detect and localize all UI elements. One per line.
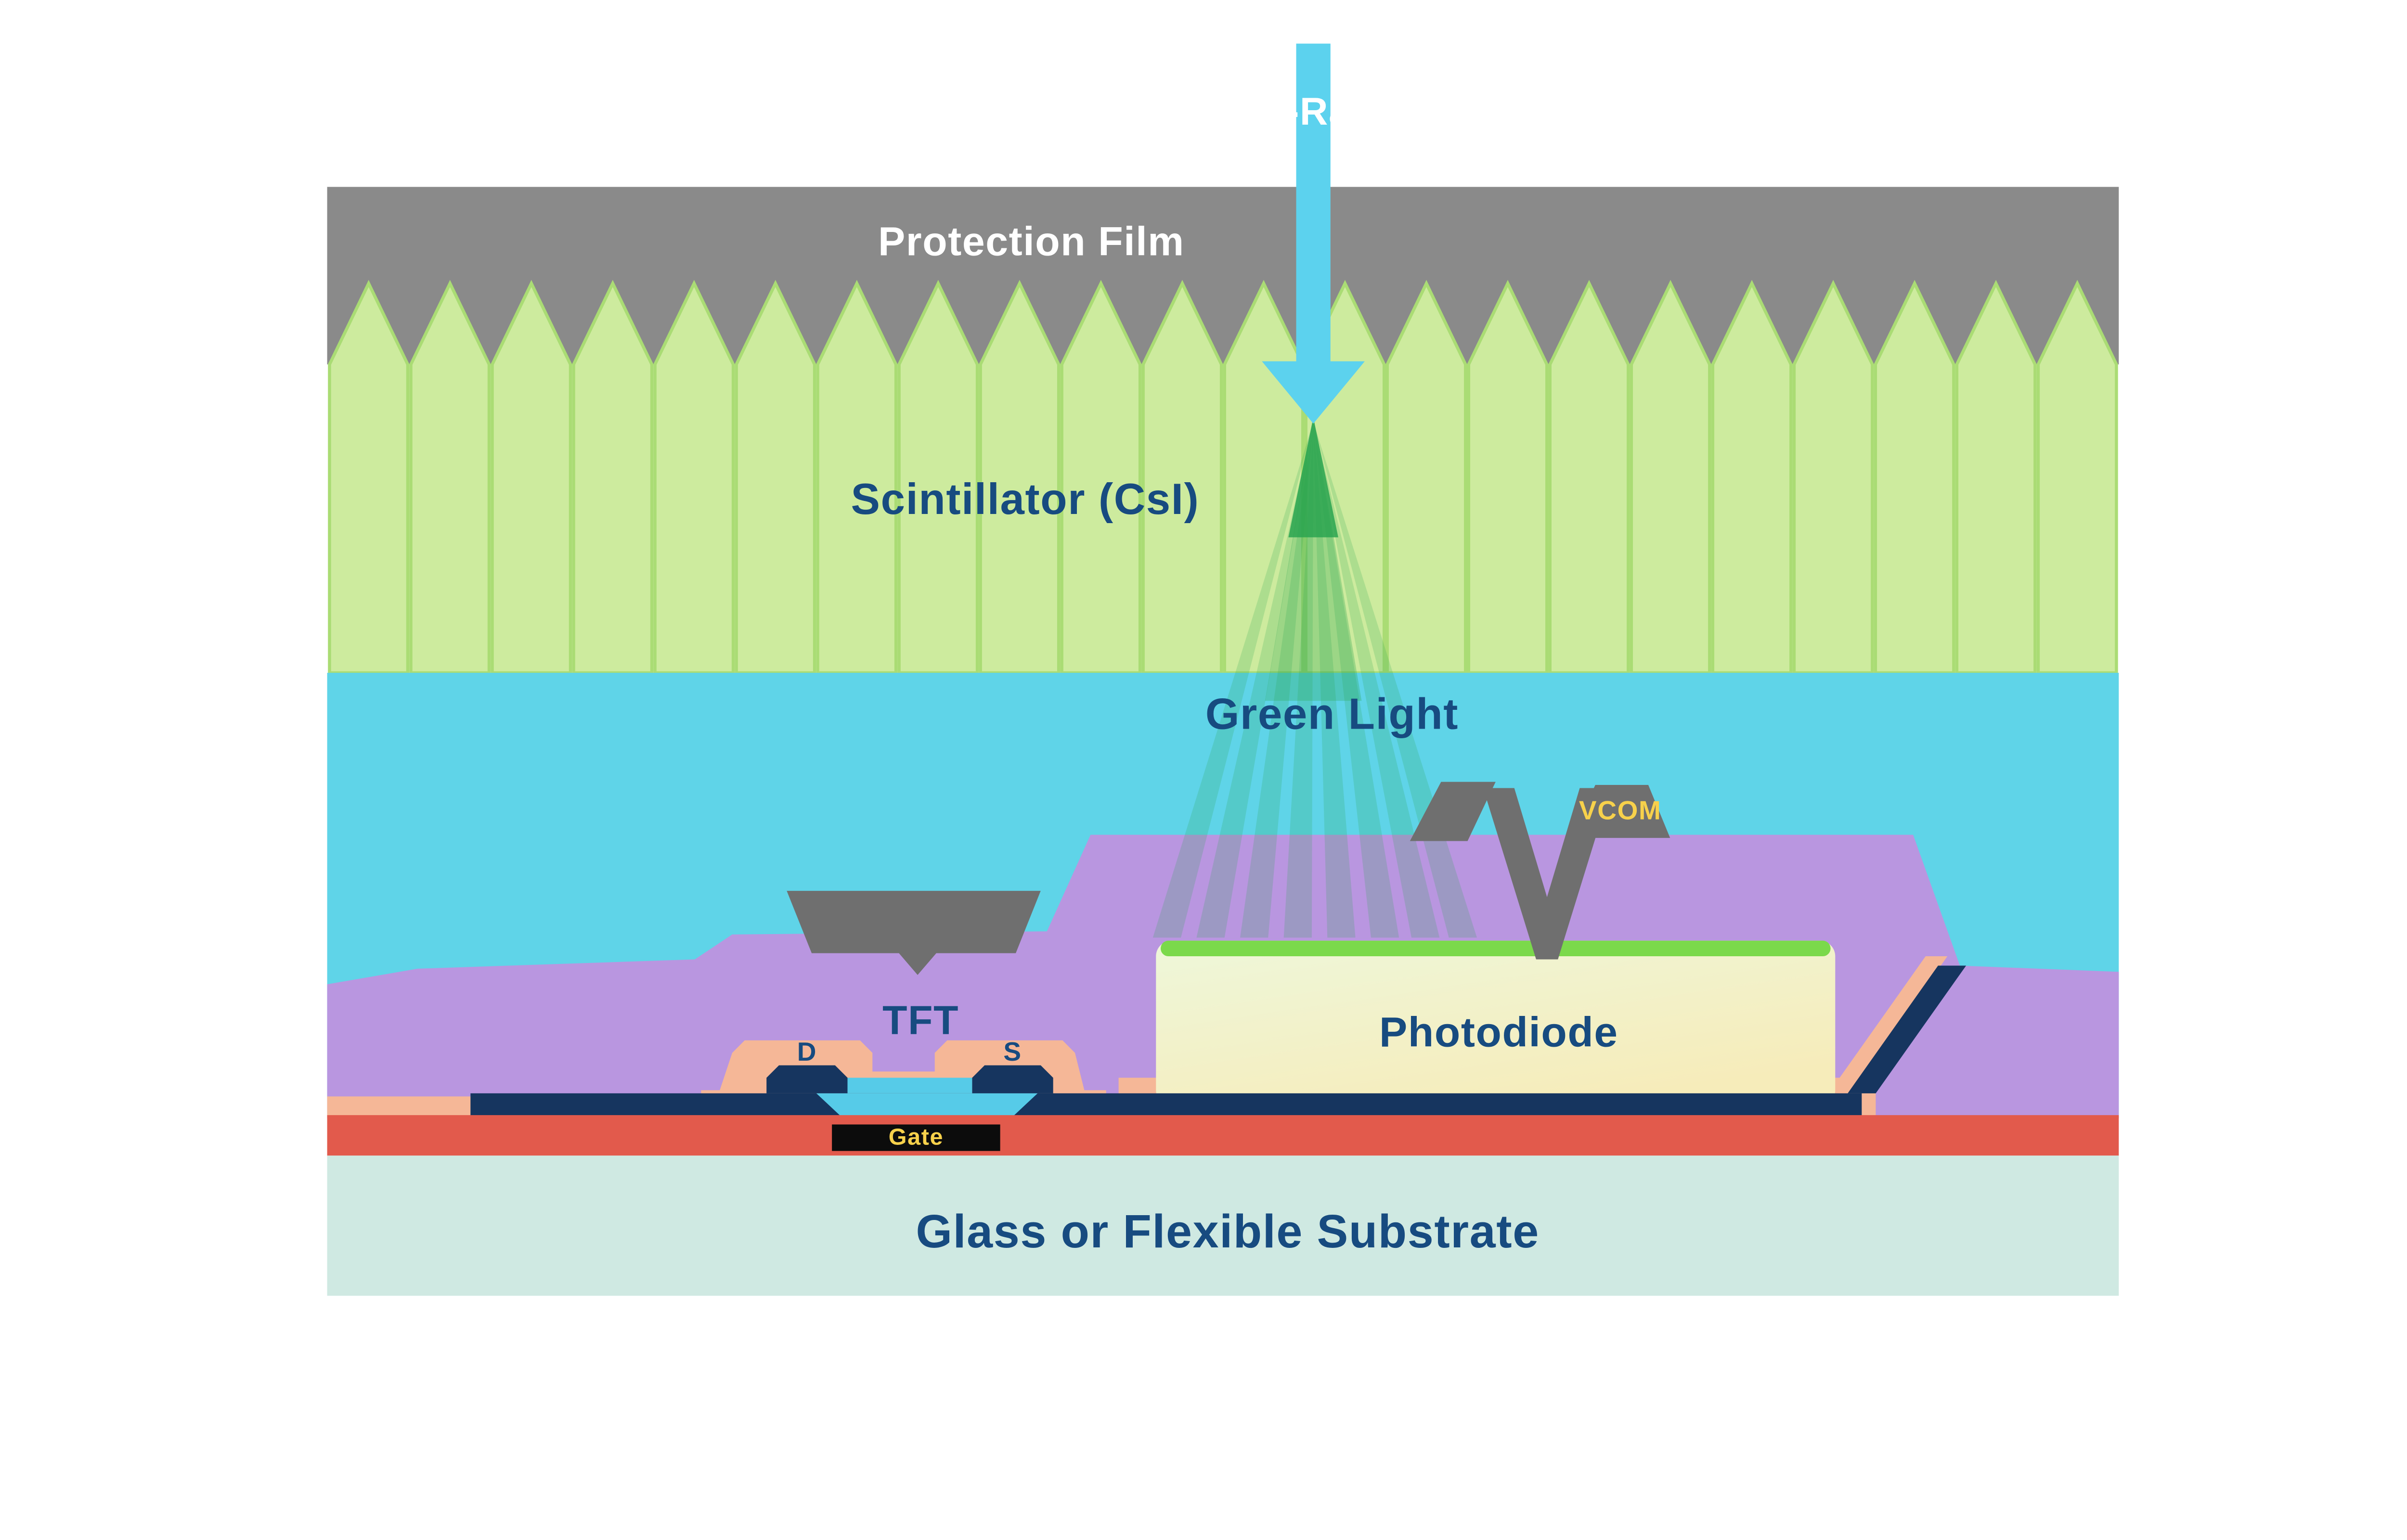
green-light-ray xyxy=(1313,422,1399,938)
vcom-label: VCOM xyxy=(1579,795,1661,825)
red-buffer-layer xyxy=(327,1115,2119,1156)
xray-arrow-head xyxy=(1262,361,1365,424)
scintillator-label: Scintillator (CsI) xyxy=(851,475,1200,524)
scintillator-column xyxy=(1792,280,1874,675)
substrate-label: Glass or Flexible Substrate xyxy=(916,1205,1539,1258)
scintillator-column xyxy=(328,280,410,675)
tft-drain-electrode xyxy=(766,1065,848,1093)
navy-metal-bar xyxy=(470,1093,1862,1118)
scintillator-column xyxy=(653,280,735,675)
green-light-ray xyxy=(1283,422,1314,938)
xray-arrow-shaft xyxy=(1296,43,1331,368)
gate-label: Gate xyxy=(889,1124,944,1150)
green-light-core xyxy=(1288,417,1338,538)
protection-film-label: Protection Film xyxy=(878,219,1185,264)
scintillator-column xyxy=(1385,280,1467,675)
scintillator-column xyxy=(409,280,491,675)
green-light-label: Green Light xyxy=(1205,690,1459,739)
gate-insulator-layer xyxy=(816,1093,1038,1117)
scintillator-column xyxy=(1548,280,1630,675)
scintillator-column xyxy=(1711,280,1793,675)
scintillator-layer xyxy=(328,280,2118,675)
drain-label: D xyxy=(797,1037,817,1066)
photodiode-label: Photodiode xyxy=(1379,1009,1618,1056)
green-light-inner-fan xyxy=(1265,417,1362,701)
xray-label: X-Ray xyxy=(1259,90,1373,133)
gray-contact-structure xyxy=(787,891,1041,975)
substrate-layer xyxy=(327,1155,2119,1296)
salmon-slant-right xyxy=(1835,956,1948,1084)
vcom-left-mound xyxy=(1410,782,1496,841)
scintillator-column xyxy=(491,280,572,675)
scintillator-column xyxy=(1874,280,1955,675)
scintillator-column xyxy=(2036,280,2118,675)
tft-source-electrode xyxy=(972,1065,1053,1093)
photodiode-body xyxy=(1156,940,1836,1106)
salmon-layer-left xyxy=(327,1096,476,1117)
tft-channel-layer xyxy=(847,1078,972,1093)
scintillator-column xyxy=(735,280,816,675)
green-light-ray xyxy=(1313,422,1356,938)
scintillator-column xyxy=(572,280,654,675)
vcom-right-mound xyxy=(1570,785,1670,838)
xray-detector-cross-section-diagram: X-Ray Protection Film Scintillator (CsI)… xyxy=(327,43,2119,1296)
navy-slant-right xyxy=(1848,965,1967,1093)
tft-label: TFT xyxy=(882,998,959,1043)
source-label: S xyxy=(1003,1037,1022,1066)
green-light-ray xyxy=(1240,422,1314,938)
scintillator-column xyxy=(1467,280,1549,675)
gate-electrode xyxy=(832,1124,1000,1151)
green-light-ray xyxy=(1313,422,1440,938)
scintillator-column xyxy=(1630,280,1711,675)
scintillator-column xyxy=(1955,280,2037,675)
